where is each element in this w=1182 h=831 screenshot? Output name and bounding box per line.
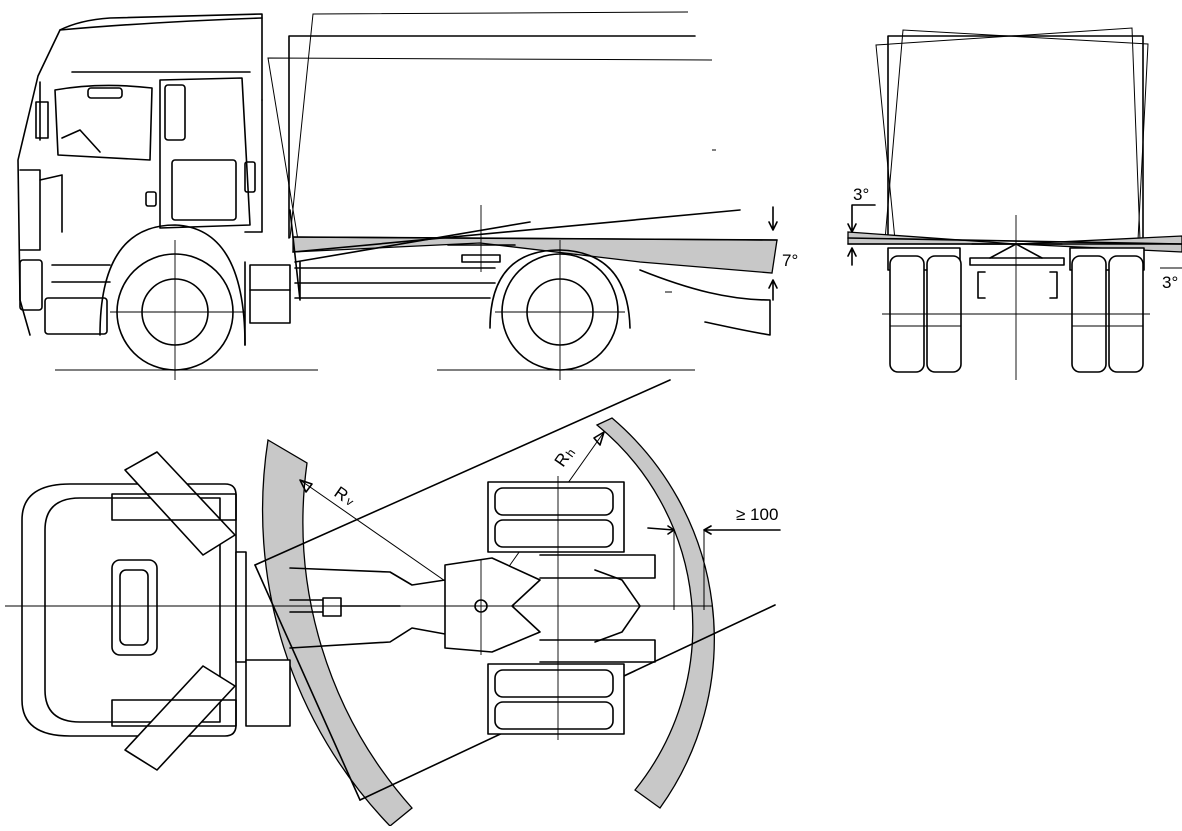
rear-view: 3° 3°	[847, 27, 1182, 380]
rear-tilt-arrow-left-top	[847, 204, 876, 233]
cab-roof-hatch-inner	[119, 569, 149, 646]
cab-bumper	[44, 297, 108, 335]
rear-body-tilted-a	[875, 27, 1141, 241]
clearance-arrow-right	[703, 525, 781, 535]
radius-rear-arrow	[593, 431, 605, 446]
cab-headlight	[19, 259, 43, 311]
cab-top-outline	[21, 483, 237, 737]
top-front-wheel-right	[124, 665, 236, 771]
cab-side-window	[54, 84, 153, 161]
cab-top	[21, 451, 291, 771]
top-step-box	[245, 659, 291, 727]
cab-side-mirror	[35, 81, 49, 141]
side-body-outlines	[267, 11, 716, 241]
body-tilted-outline-a	[289, 11, 689, 239]
rear-frame-line	[847, 237, 1182, 245]
chassis-shaft-joint	[322, 597, 342, 617]
top-view: R v R h ≥ 100	[5, 379, 781, 827]
cab-step-lines	[51, 264, 111, 283]
rear-tilt-arrow-left-bottom	[847, 247, 857, 266]
cab-door-panel	[171, 159, 237, 221]
rear-axle-lower	[539, 639, 656, 663]
cab-step-box	[249, 264, 291, 324]
top-rear-tire-2	[494, 519, 614, 548]
rear-frame-rail-right	[1049, 271, 1058, 299]
cab-front-edge	[39, 174, 63, 233]
tilt-angle-rear-left-label: 3°	[853, 185, 869, 204]
side-frame-top	[292, 236, 778, 241]
body-tilted-outline-b	[267, 57, 713, 241]
rear-frame-rail-left	[977, 271, 986, 299]
clearance-arrow-left	[647, 525, 675, 535]
swing-line-upper	[254, 379, 671, 566]
cab-roof-hatch	[111, 559, 158, 656]
cab-rear-handle	[244, 161, 256, 193]
side-chassis-frame	[294, 267, 496, 299]
top-front-wheel-left	[124, 451, 236, 556]
cab-front-arch	[99, 224, 246, 346]
cab-roof-inner	[44, 497, 221, 723]
swing-line-front	[254, 564, 361, 801]
tilt-angle-side-label: 7°	[782, 251, 798, 270]
cab-grille	[19, 169, 41, 251]
rear-fifth-wheel-plate	[969, 243, 1065, 266]
cab-mirror-housing	[87, 87, 123, 99]
tilt-arrow-bottom	[768, 279, 778, 301]
top-rear-tire-3	[494, 669, 614, 698]
side-rear-wheel	[489, 240, 631, 380]
cab-door-window	[164, 84, 186, 141]
tilt-arrow-top	[768, 206, 778, 231]
side-view: 7°	[17, 11, 798, 380]
cab-door	[159, 77, 251, 229]
clearance-label: ≥ 100	[736, 505, 778, 524]
chassis-top	[289, 481, 656, 735]
rear-axle-upper	[539, 554, 656, 579]
tilt-angle-rear-right-label: 3°	[1162, 273, 1178, 292]
rear-swept-arc	[595, 417, 715, 809]
rear-body-tilted-b	[884, 29, 1149, 241]
radius-front-arrow	[299, 479, 313, 493]
rear-body-upright	[887, 35, 1144, 241]
top-fender-left	[111, 493, 237, 521]
side-tilt-line-upper	[294, 221, 531, 263]
top-fifth-wheel	[444, 557, 541, 653]
side-rear-overhang	[639, 269, 771, 336]
chassis-rail-lower	[289, 627, 446, 649]
side-tilt-line-up	[292, 209, 741, 253]
cab-roof-line	[59, 17, 263, 31]
cab-steering	[61, 129, 101, 153]
top-fender-right	[111, 699, 237, 727]
cab-door-handle	[145, 191, 157, 207]
cab-outline	[17, 13, 263, 336]
truck-cab	[17, 13, 291, 346]
side-front-wheel	[110, 240, 245, 380]
body-upright-outline	[288, 35, 696, 239]
top-rear-tire-1	[494, 487, 614, 516]
chassis-rail-upper	[289, 567, 446, 586]
cab-rear	[244, 99, 263, 233]
top-rear-tire-4	[494, 701, 614, 730]
cab-rear-wall	[235, 551, 247, 663]
